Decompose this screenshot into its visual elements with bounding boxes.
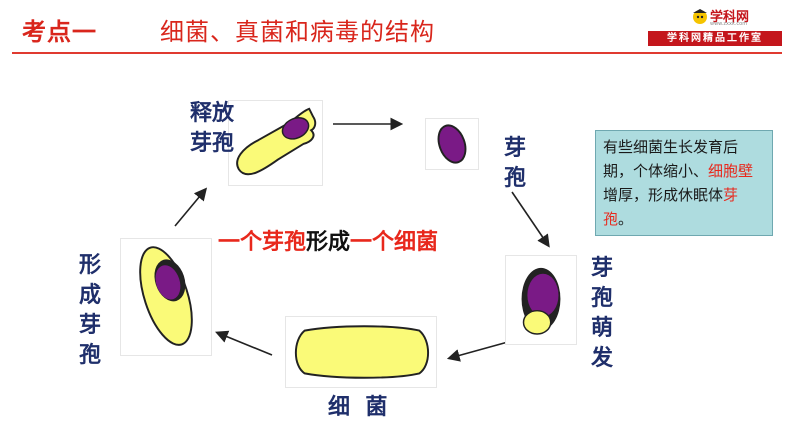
- summary-part-bacterium: 一个细菌: [350, 229, 439, 255]
- note-text-1: 有些细菌生长发育后期，个体缩小、: [603, 138, 739, 180]
- germinating-spore-cell: [505, 255, 577, 345]
- note-highlight-cell-wall: 细胞壁: [708, 162, 754, 180]
- logo: 学科网 www.zxxk.com 学科网精品工作室: [648, 6, 782, 46]
- forming-spore-cell: [120, 238, 212, 356]
- free-spore: [425, 118, 479, 170]
- note-highlight-spore: 芽孢: [603, 186, 739, 228]
- cycle-summary: 一个芽孢形成一个细菌: [218, 224, 438, 256]
- note-text-3: 。: [618, 210, 634, 228]
- label-forming-char: 形: [78, 252, 101, 278]
- releasing-spore-cell: [228, 100, 323, 186]
- label-spore-char: 孢: [503, 165, 526, 191]
- label-release-spore-line2: 芽孢: [190, 130, 235, 156]
- label-release-spore-line1: 释放: [190, 100, 235, 126]
- label-germination-char: 发: [590, 345, 613, 371]
- label-germination-char: 萌: [590, 315, 613, 341]
- label-spore-char: 芽: [503, 135, 526, 161]
- logo-studio-banner: 学科网精品工作室: [648, 31, 782, 46]
- logo-url: www.zxxk.com: [710, 21, 748, 27]
- page-title: 细菌、真菌和病毒的结构: [160, 18, 435, 46]
- label-bacteria: 细 菌: [328, 394, 388, 420]
- title-underline: [12, 52, 782, 54]
- note-text-2: 增厚，形成休眠体: [603, 186, 724, 204]
- arrow-germination-to-bacteria: [446, 339, 516, 362]
- note-box: 有些细菌生长发育后期，个体缩小、细胞壁增厚，形成休眠体芽孢。: [595, 130, 773, 236]
- label-forming-spore: 形 成 芽 孢: [78, 250, 102, 370]
- label-forming-char: 孢: [78, 342, 101, 368]
- arrow-forming-to-release: [174, 187, 208, 227]
- label-release-spore: 释放 芽孢: [190, 98, 234, 158]
- logo-site-name: 学科网: [710, 10, 750, 25]
- summary-part-spore: 一个芽孢: [218, 229, 307, 255]
- section-label: 考点一: [22, 18, 97, 46]
- label-spore: 芽 孢: [503, 133, 527, 193]
- label-germination-char: 孢: [590, 285, 613, 311]
- label-germination-char: 芽: [590, 255, 613, 281]
- bacterium-cell: [285, 316, 437, 388]
- arrow-bacteria-to-forming: [215, 330, 273, 356]
- label-forming-char: 芽: [78, 312, 101, 338]
- summary-part-forms: 形成: [306, 229, 351, 255]
- logo-mascot-icon: [693, 9, 707, 24]
- label-forming-char: 成: [78, 282, 101, 308]
- label-spore-germination: 芽 孢 萌 发: [590, 253, 614, 373]
- arrow-spore-to-germination: [511, 191, 550, 248]
